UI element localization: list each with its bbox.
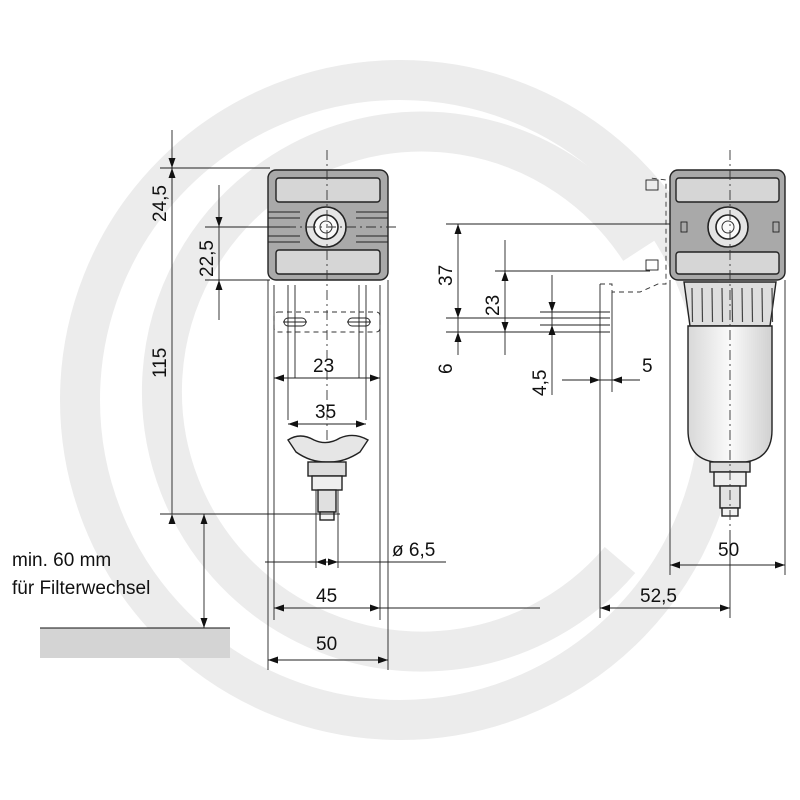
dim-115-label: 115 bbox=[150, 348, 171, 378]
arrowhead bbox=[370, 374, 380, 382]
dimension-labels: 24,5 22,5 115 23 35 ø 6,5 45 50 37 23 6 … bbox=[150, 185, 739, 655]
dim-50-side-label: 50 bbox=[718, 540, 739, 561]
dim-23-front-label: 23 bbox=[313, 356, 334, 377]
dim-6-label: 6 bbox=[436, 363, 457, 374]
dim-45-label: 45 bbox=[316, 586, 337, 607]
arrowhead bbox=[274, 604, 284, 612]
drain-knob bbox=[287, 434, 369, 521]
dim-37-label: 37 bbox=[436, 265, 457, 286]
arrowhead bbox=[370, 604, 380, 612]
collar-rib bbox=[731, 287, 734, 323]
note-line-2: für Filterwechsel bbox=[12, 578, 150, 599]
dim-5-label: 5 bbox=[642, 356, 653, 377]
arrowhead bbox=[356, 420, 366, 428]
arrowhead bbox=[316, 558, 326, 566]
arrowhead bbox=[274, 374, 284, 382]
arrowhead bbox=[328, 558, 338, 566]
arrowhead bbox=[200, 514, 208, 524]
arrowhead bbox=[501, 322, 509, 332]
arrowhead bbox=[168, 514, 176, 524]
dim-6-5-label: ø 6,5 bbox=[392, 540, 435, 561]
watermark-logo bbox=[60, 60, 740, 740]
front-dimensions bbox=[160, 130, 540, 661]
dim-50-front-label: 50 bbox=[316, 634, 337, 655]
arrowhead bbox=[600, 604, 610, 612]
arrowhead bbox=[454, 308, 462, 318]
arrowhead bbox=[288, 420, 298, 428]
dim-24-5-label: 24,5 bbox=[150, 185, 171, 222]
clearance-note: min. 60 mm für Filterwechsel bbox=[12, 550, 150, 599]
dim-22-5-label: 22,5 bbox=[197, 240, 218, 277]
arrowhead bbox=[590, 376, 600, 384]
dim-4-5-label: 4,5 bbox=[530, 370, 551, 396]
front-head bbox=[267, 169, 389, 281]
arrowhead bbox=[268, 656, 278, 664]
side-dimensions bbox=[446, 223, 785, 609]
floor-surface bbox=[40, 627, 230, 658]
collar-rib bbox=[711, 287, 714, 323]
front-view bbox=[267, 150, 400, 670]
arrowhead bbox=[548, 302, 556, 312]
note-line-1: min. 60 mm bbox=[12, 550, 111, 571]
arrowhead bbox=[215, 217, 223, 227]
collar-rib bbox=[771, 287, 774, 323]
arrowhead bbox=[378, 656, 388, 664]
collar-rib bbox=[701, 287, 704, 323]
arrowhead bbox=[454, 332, 462, 342]
arrowhead bbox=[200, 618, 208, 628]
arrowhead bbox=[168, 158, 176, 168]
arrowhead bbox=[215, 280, 223, 290]
collar-rib bbox=[751, 287, 754, 323]
arrowhead bbox=[168, 168, 176, 178]
arrowhead bbox=[548, 325, 556, 335]
arrowhead bbox=[454, 224, 462, 234]
dimension-arrows bbox=[168, 158, 785, 664]
arrowhead bbox=[775, 561, 785, 569]
side-view bbox=[599, 150, 786, 618]
arrowhead bbox=[612, 376, 622, 384]
dim-23-side-label: 23 bbox=[483, 295, 504, 316]
arrowhead bbox=[720, 604, 730, 612]
collar-ribs bbox=[691, 287, 774, 323]
arrowhead bbox=[670, 561, 680, 569]
dim-35-label: 35 bbox=[315, 402, 336, 423]
arrowhead bbox=[501, 271, 509, 281]
mounting-slots bbox=[273, 285, 381, 420]
collar-rib bbox=[741, 287, 744, 323]
collar-rib bbox=[761, 287, 764, 323]
collar-rib bbox=[691, 287, 694, 323]
collar-rib bbox=[721, 287, 724, 323]
dim-52-5-label: 52,5 bbox=[640, 586, 677, 607]
